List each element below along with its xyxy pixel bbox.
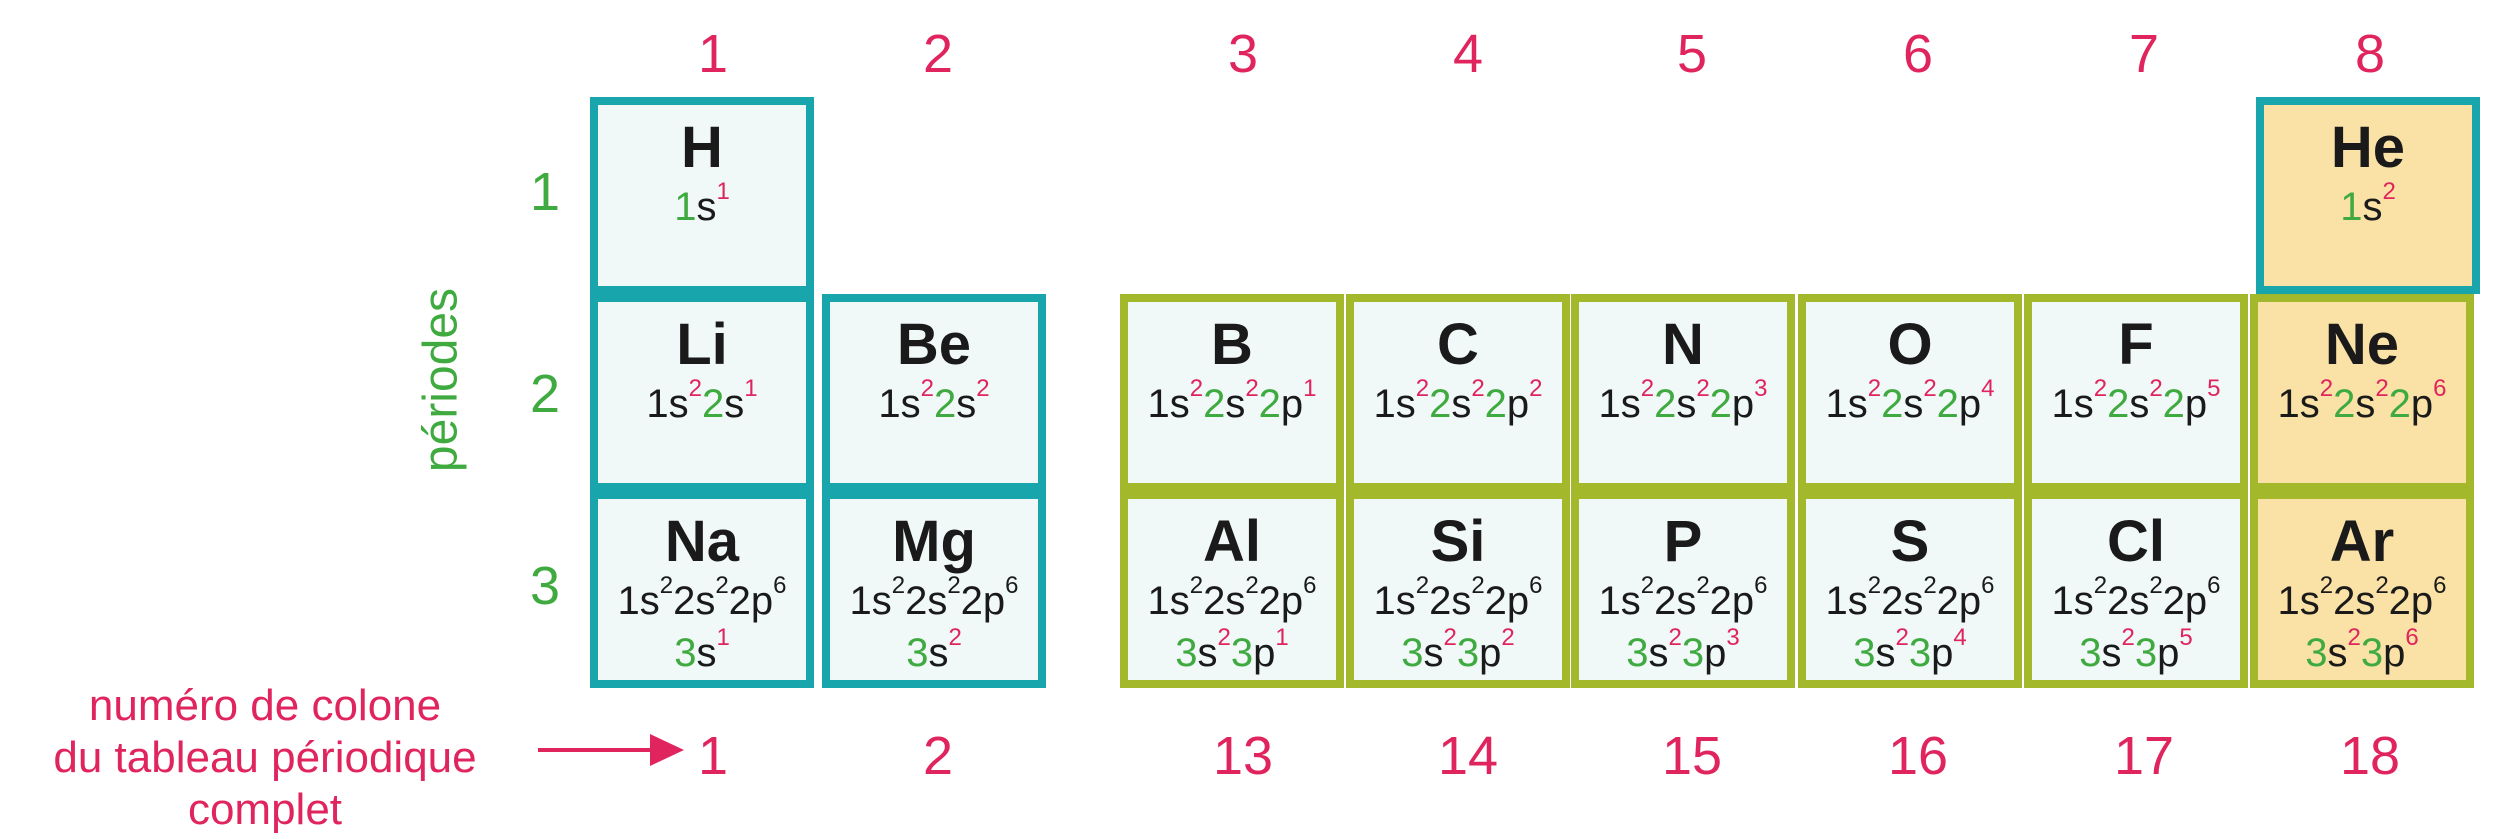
group-number-bottom: 1 (697, 726, 729, 786)
element-symbol: Mg (892, 509, 976, 574)
electron-configuration: 1s22s22p6 (1598, 572, 1768, 623)
electron-configuration: 1s22s2 (878, 375, 990, 426)
group-number-top: 7 (2128, 24, 2160, 84)
element-symbol: N (1662, 312, 1704, 377)
element-symbol: Na (664, 509, 740, 574)
electron-configuration: 3s2 (906, 624, 962, 675)
group-number-top: 2 (922, 24, 954, 84)
electron-configuration: 3s23p5 (2079, 624, 2193, 675)
element-symbol: S (1890, 509, 1930, 574)
group-number-bottom: 13 (1212, 726, 1274, 786)
electron-configuration: 3s23p6 (2305, 624, 2419, 675)
electron-configuration: 1s22s22p3 (1598, 375, 1768, 426)
electron-configuration: 1s22s22p1 (1147, 375, 1317, 426)
element-symbol: Si (1430, 509, 1486, 574)
element-symbol: P (1663, 509, 1703, 574)
period-number: 1 (529, 162, 561, 222)
element-symbol: Li (676, 312, 728, 377)
electron-configuration: 1s22s22p6 (617, 572, 787, 623)
arrow-right-icon (538, 734, 684, 766)
periods-label: périodes (414, 287, 468, 473)
group-number-bottom: 15 (1661, 726, 1723, 786)
group-number-bottom: 17 (2113, 726, 2175, 786)
electron-configuration: 1s1 (674, 178, 730, 229)
electron-configuration: 1s22s22p5 (2051, 375, 2221, 426)
group-number-bottom: 18 (2339, 726, 2401, 786)
element-symbol: H (681, 115, 723, 180)
element-symbol: Ne (2324, 312, 2400, 377)
electron-configuration: 3s23p1 (1175, 624, 1289, 675)
group-number-bottom: 16 (1887, 726, 1949, 786)
legend-text: numéro de colone du tableau périodique c… (0, 680, 530, 836)
group-number-bottom: 14 (1437, 726, 1499, 786)
element-symbol: He (2330, 115, 2406, 180)
element-symbol: C (1437, 312, 1479, 377)
electron-configuration: 1s22s22p6 (849, 572, 1019, 623)
electron-configuration: 1s22s22p6 (2051, 572, 2221, 623)
group-number-top: 8 (2354, 24, 2386, 84)
electron-configuration: 1s22s22p6 (1147, 572, 1317, 623)
electron-configuration: 1s22s22p4 (1825, 375, 1995, 426)
period-number: 2 (529, 364, 561, 424)
element-symbol: B (1211, 312, 1253, 377)
group-number-top: 3 (1227, 24, 1259, 84)
group-number-top: 1 (697, 24, 729, 84)
element-symbol: O (1887, 312, 1933, 377)
group-number-top: 6 (1902, 24, 1934, 84)
electron-configuration: 3s23p2 (1401, 624, 1515, 675)
electron-configuration: 1s2 (2340, 178, 2396, 229)
legend-line: numéro de colone (88, 681, 442, 730)
electron-configuration: 1s22s1 (646, 375, 758, 426)
period-number: 3 (529, 556, 561, 616)
element-symbol: F (2118, 312, 2154, 377)
element-symbol: Cl (2107, 509, 2165, 574)
legend-line: du tableau périodique (53, 733, 477, 782)
element-symbol: Ar (2329, 509, 2395, 574)
legend-line: complet (187, 785, 343, 834)
electron-configuration: 1s22s22p6 (1825, 572, 1995, 623)
electron-configuration: 3s23p4 (1853, 624, 1967, 675)
group-number-bottom: 2 (922, 726, 954, 786)
electron-configuration: 1s22s22p6 (2277, 375, 2447, 426)
group-number-top: 5 (1676, 24, 1708, 84)
electron-configuration: 3s1 (674, 624, 730, 675)
element-symbol: Be (896, 312, 972, 377)
element-symbol: Al (1203, 509, 1261, 574)
electron-configuration: 1s22s22p6 (1373, 572, 1543, 623)
electron-configuration: 1s22s22p6 (2277, 572, 2447, 623)
electron-configuration: 1s22s22p2 (1373, 375, 1543, 426)
group-number-top: 4 (1452, 24, 1484, 84)
electron-configuration: 3s23p3 (1626, 624, 1740, 675)
